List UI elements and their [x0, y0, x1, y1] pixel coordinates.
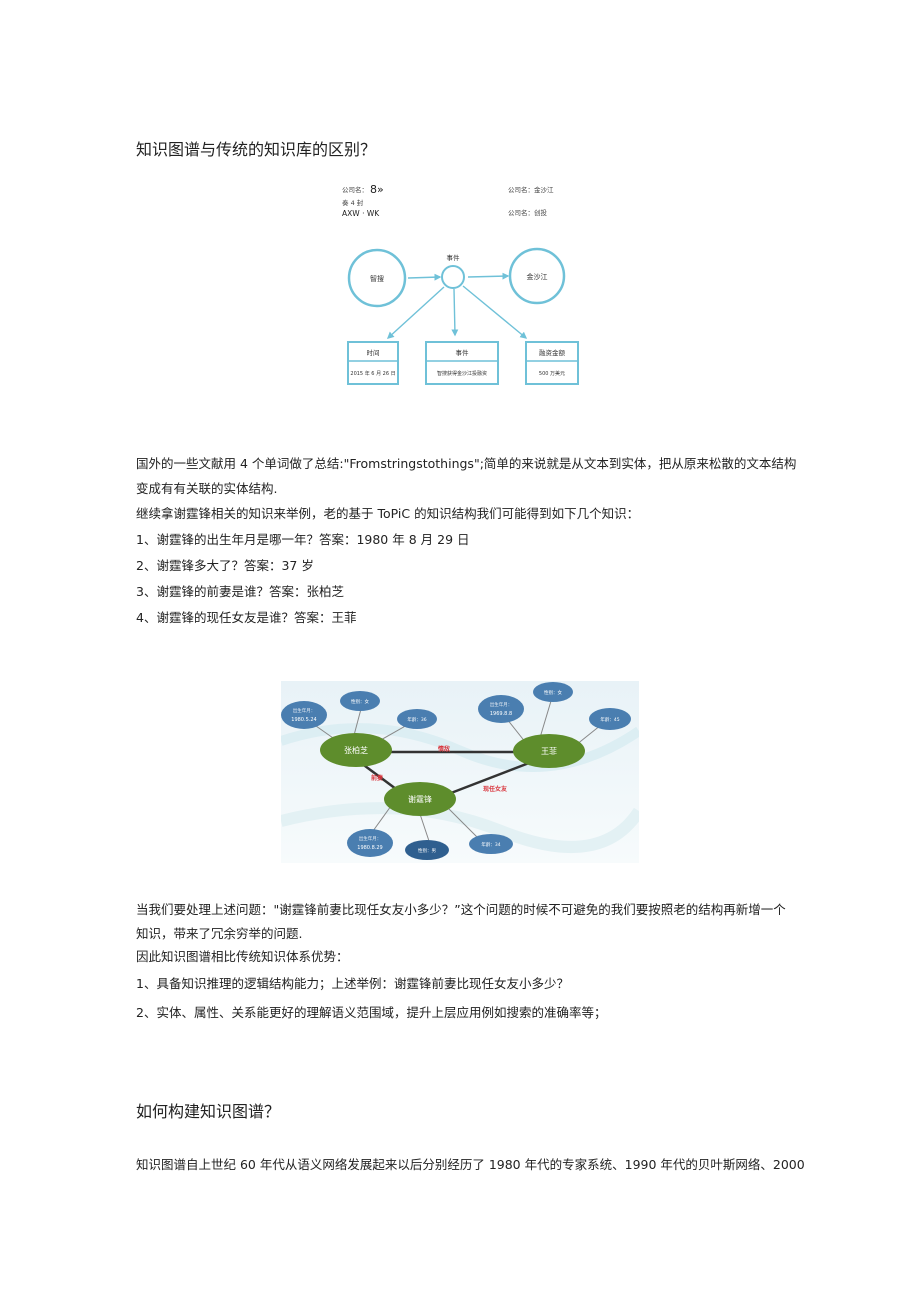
node-event-label: 事件 — [447, 253, 461, 262]
paragraph-1-line-1: 国外的一些文献用 4 个单词做了总结:"Fromstringstothings"… — [136, 456, 797, 471]
x-gender: 性别：男 — [418, 847, 436, 854]
z-gender: 性别：女 — [351, 698, 369, 705]
advantage-1: 1、具备知识推理的逻辑结构能力；上述举例：谢霆锋前妻比现任女友小多少？ — [136, 976, 569, 991]
paragraph-3-line-1: 当我们要处理上述问题："谢霆锋前妻比现任女友小多少？”这个问题的时候不可避免的我… — [136, 902, 786, 917]
list-item: 2、谢霆锋多大了？答案：37 岁 — [136, 558, 314, 573]
paragraph-4: 因此知识图谱相比传统知识体系优势： — [136, 949, 349, 964]
x-birth-label: 出生年月： — [359, 835, 382, 842]
node-left-circle — [347, 248, 407, 308]
paragraph-2: 继续拿谢霆锋相关的知识来举例，老的基于 ToPiC 的知识结构我们可能得到如下几… — [136, 506, 640, 521]
x-age: 年龄：34 — [481, 841, 500, 848]
advantage-2: 2、实体、属性、关系能更好的理解语义范围域，提升上层应用例如搜索的准确率等； — [136, 1005, 607, 1020]
section-heading-2: 如何构建知识图谱？ — [136, 1102, 281, 1121]
w-birth-label: 出生年月： — [490, 701, 513, 708]
rel-wx: 现任女友 — [483, 785, 508, 793]
knowledge-graph-diagram: 情敌 前妻 现任女友 张柏芝 王菲 谢霆锋 出生年月： 1980.5.24 性别… — [281, 681, 639, 863]
tl-company-value: 8» — [370, 183, 384, 196]
box1-title: 时间 — [367, 348, 380, 357]
z-birth-value: 1980.5.24 — [291, 717, 316, 723]
z-age: 年龄：36 — [407, 716, 426, 723]
tr-line2: 公司名：创投 — [508, 208, 548, 217]
box3-title: 融资金额 — [539, 348, 566, 357]
w-gender: 性别：女 — [544, 689, 562, 696]
node-zhang — [320, 733, 392, 767]
rel-zx: 前妻 — [371, 774, 383, 782]
box1-value: 2015 年 6 月 26 日 — [350, 370, 395, 377]
node-zhang-label: 张柏芝 — [344, 745, 368, 755]
list-item: 4、谢霆锋的现任女友是谁？答案：王菲 — [136, 610, 357, 625]
w-birth-value: 1969.8.8 — [490, 711, 512, 717]
w-age: 年龄：45 — [600, 716, 619, 723]
section-heading-1: 知识图谱与传统的知识库的区别？ — [136, 140, 377, 159]
box3-value: 500 万美元 — [539, 370, 565, 377]
node-wang — [513, 734, 585, 768]
tr-line1: 公司名：金沙江 — [508, 185, 554, 194]
node-xie-label: 谢霆锋 — [408, 794, 432, 804]
paragraph-5: 知识图谱自上世纪 60 年代从语义网络发展起来以后分别经历了 1980 年代的专… — [136, 1157, 805, 1172]
entity-relation-diagram: 公司名： 8» 奏 4 封 AXW · WK 公司名：金沙江 公司名：创投 智搜… — [342, 183, 579, 385]
tl-company-label: 公司名： — [342, 185, 368, 194]
tl-line3: AXW · WK — [342, 209, 380, 218]
paragraph-1-line-2: 变成有有关联的实体结构. — [136, 481, 278, 496]
node-right-circle — [508, 247, 566, 305]
list-item: 3、谢霆锋的前妻是谁？答案：张柏芝 — [136, 584, 344, 599]
node-wang-label: 王菲 — [541, 746, 557, 756]
node-xie — [384, 782, 456, 816]
node-right-label: 金沙江 — [527, 272, 548, 281]
box2-title: 事件 — [456, 348, 470, 357]
x-birth-value: 1980.8.29 — [357, 845, 382, 851]
box2-value: 智搜获得金沙江投融资 — [437, 370, 487, 377]
z-birth-label: 出生年月： — [293, 707, 316, 714]
node-left-label: 智搜 — [370, 274, 384, 283]
list-item: 1、谢霆锋的出生年月是哪一年？答案：1980 年 8 月 29 日 — [136, 532, 470, 547]
rel-zw: 情敌 — [438, 745, 450, 753]
tl-line2: 奏 4 封 — [342, 198, 364, 207]
node-event-circle — [441, 265, 465, 289]
paragraph-3-line-2: 知识，带来了冗余穷举的问题. — [136, 926, 303, 941]
